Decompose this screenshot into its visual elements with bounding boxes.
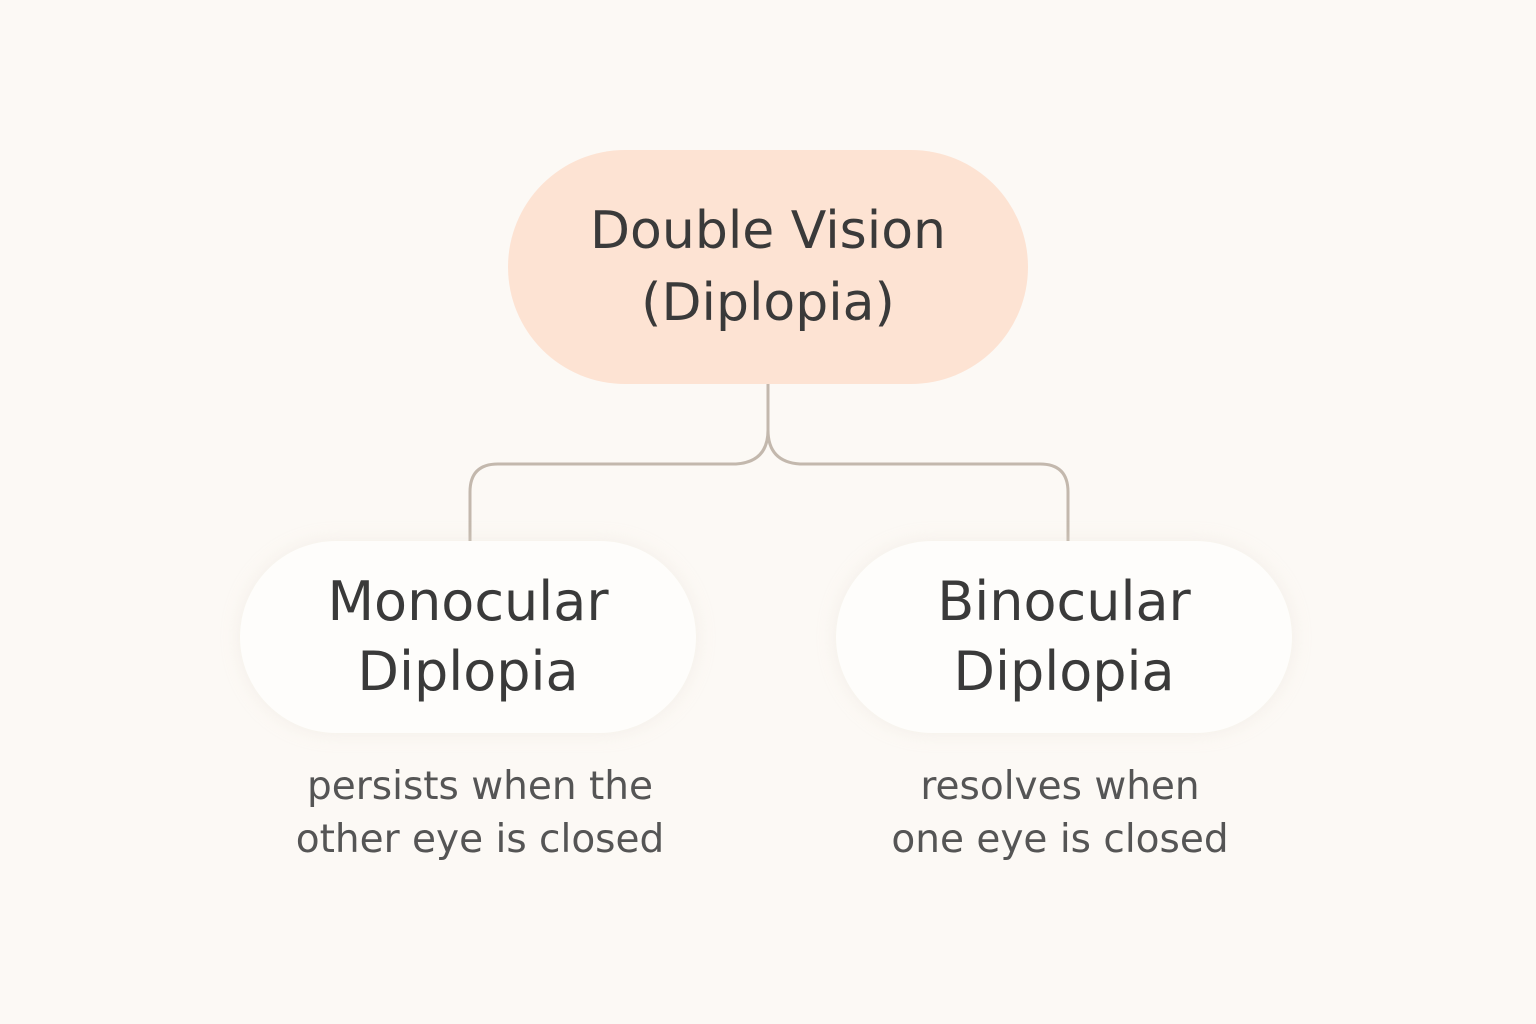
description-line-2: other eye is closed <box>295 817 665 862</box>
connector-right <box>766 382 1070 543</box>
child-title-line-1: Monocular <box>327 570 609 633</box>
description-line-1: resolves when <box>920 764 1200 809</box>
root-title-line-2: (Diplopia) <box>641 273 895 333</box>
description-binocular: resolves when one eye is closed <box>800 760 1320 866</box>
connector-left <box>468 382 770 543</box>
root-title-line-1: Double Vision <box>590 201 946 261</box>
description-monocular: persists when the other eye is closed <box>220 760 740 866</box>
child-title-line-1: Binocular <box>937 570 1191 633</box>
child-node-binocular: Binocular Diplopia <box>836 541 1292 733</box>
root-node-double-vision: Double Vision (Diplopia) <box>508 150 1028 384</box>
child-title-line-2: Diplopia <box>953 640 1175 703</box>
description-line-2: one eye is closed <box>891 817 1229 862</box>
child-node-monocular: Monocular Diplopia <box>240 541 696 733</box>
child-title-line-2: Diplopia <box>357 640 579 703</box>
description-line-1: persists when the <box>307 764 653 809</box>
